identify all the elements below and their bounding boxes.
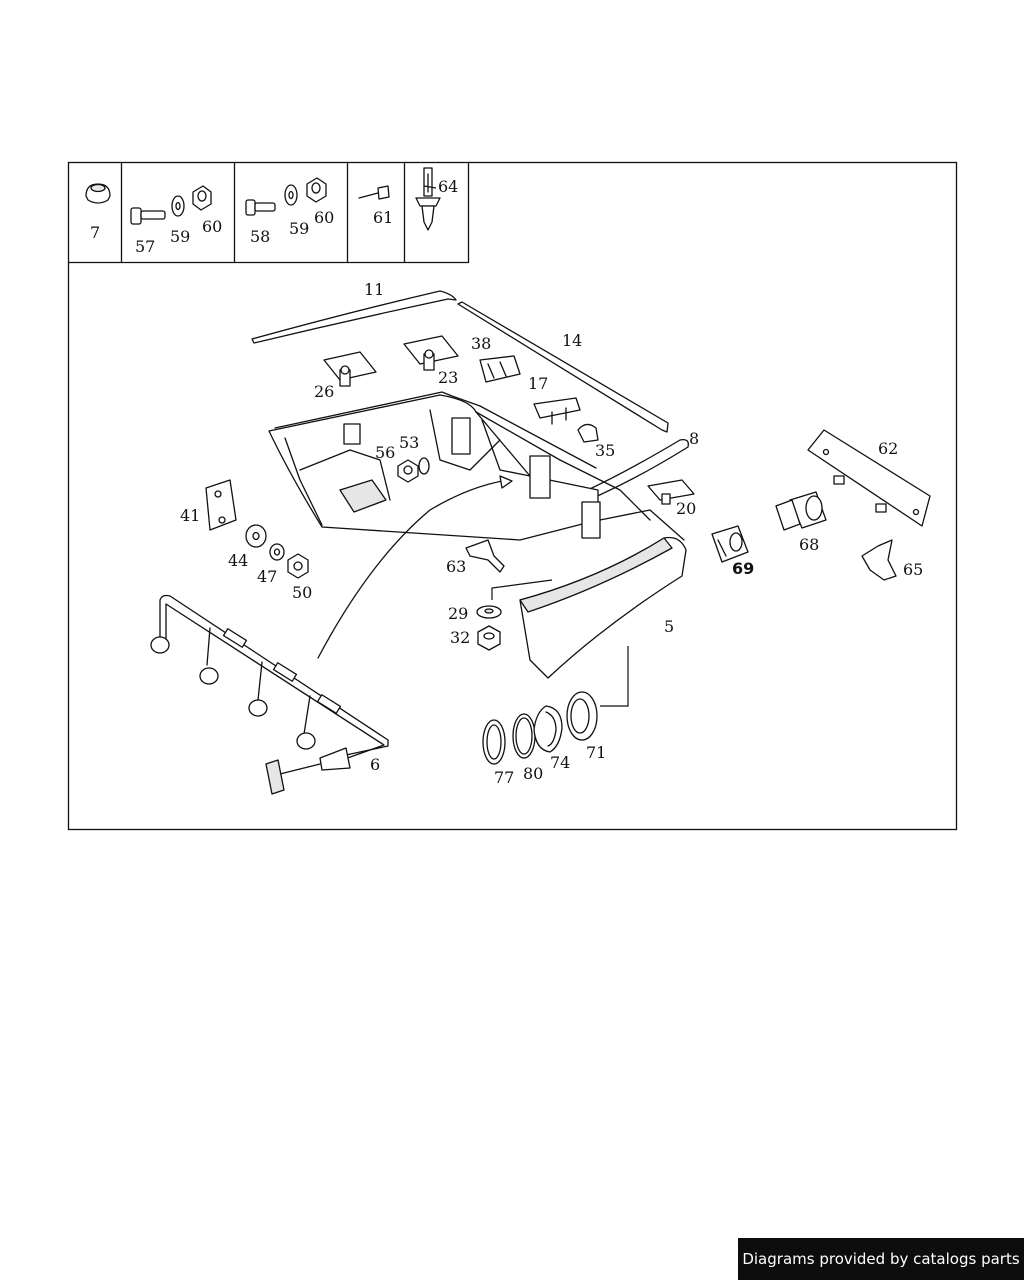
label-60: 60 <box>314 208 334 227</box>
clip-26 <box>323 351 377 387</box>
wiring-harness-6 <box>150 475 513 795</box>
label-63: 63 <box>446 557 466 576</box>
label-6: 6 <box>370 755 380 774</box>
washer-47 <box>269 543 285 561</box>
trim-strip-11 <box>251 290 457 344</box>
clip-38 <box>479 355 521 383</box>
label-80: 80 <box>523 764 543 783</box>
nut-icon <box>306 177 327 203</box>
grommet-icon <box>85 183 111 204</box>
label-47: 47 <box>257 567 277 586</box>
label-65: 65 <box>903 560 923 579</box>
label-41: 41 <box>180 506 200 525</box>
trim-strip-14 <box>457 301 669 433</box>
label-11: 11 <box>364 280 384 299</box>
washer-53 <box>418 457 430 475</box>
label-57: 57 <box>135 237 155 256</box>
label-64: 64 <box>438 177 458 196</box>
bumper-cover-5 <box>519 509 687 679</box>
label-5: 5 <box>664 617 674 636</box>
label-50: 50 <box>292 583 312 602</box>
clip-17 <box>533 397 581 425</box>
label-38: 38 <box>471 334 491 353</box>
washer-44 <box>245 524 267 548</box>
label-60: 60 <box>202 217 222 236</box>
label-8: 8 <box>689 429 699 448</box>
bumper-carrier <box>268 391 651 541</box>
label-17: 17 <box>528 374 548 393</box>
label-74: 74 <box>550 753 570 772</box>
washer-icon <box>284 184 298 206</box>
label-44: 44 <box>228 551 248 570</box>
expansion-rivet-icon <box>415 167 441 231</box>
label-59: 59 <box>170 227 190 246</box>
bolt-icon <box>130 207 166 225</box>
label-53: 53 <box>399 433 419 452</box>
part-labels: 7 57 59 60 58 59 60 61 64 11 14 38 26 23… <box>90 177 923 787</box>
label-32: 32 <box>450 628 470 647</box>
leader-lines <box>423 185 629 707</box>
sensor-rings <box>482 691 598 765</box>
footer-banner: Diagrams provided by catalogs parts <box>738 1238 1024 1280</box>
label-26: 26 <box>314 382 334 401</box>
nut-50 <box>287 553 309 579</box>
label-56: 56 <box>375 443 395 462</box>
label-23: 23 <box>438 368 458 387</box>
label-7: 7 <box>90 223 100 242</box>
nut-32 <box>477 625 501 651</box>
label-58: 58 <box>250 227 270 246</box>
washer-icon <box>171 195 185 217</box>
footer-text: Diagrams provided by catalogs parts <box>742 1250 1020 1268</box>
clip-35 <box>577 423 599 443</box>
label-29: 29 <box>448 604 468 623</box>
nut-56 <box>397 459 419 483</box>
panel-62 <box>807 429 931 527</box>
label-69: 69 <box>732 559 754 578</box>
bracket-63 <box>465 539 505 573</box>
bracket-41 <box>205 479 237 531</box>
label-62: 62 <box>878 439 898 458</box>
label-71: 71 <box>586 743 606 762</box>
label-14: 14 <box>562 331 582 350</box>
washer-29 <box>476 605 502 619</box>
sensor-68 <box>775 491 827 531</box>
fastener-legend <box>67 161 470 264</box>
label-35: 35 <box>595 441 615 460</box>
label-77: 77 <box>494 768 514 787</box>
label-68: 68 <box>799 535 819 554</box>
holder-65 <box>861 539 897 581</box>
sensor-housing-69 <box>711 525 749 563</box>
clip-23 <box>403 335 459 371</box>
bolt-icon <box>245 199 276 216</box>
label-59: 59 <box>289 219 309 238</box>
rivet-icon <box>358 185 390 200</box>
clip-20 <box>647 479 695 505</box>
label-61: 61 <box>373 208 393 227</box>
label-20: 20 <box>676 499 696 518</box>
nut-icon <box>192 185 212 211</box>
diagram-frame <box>67 161 958 831</box>
